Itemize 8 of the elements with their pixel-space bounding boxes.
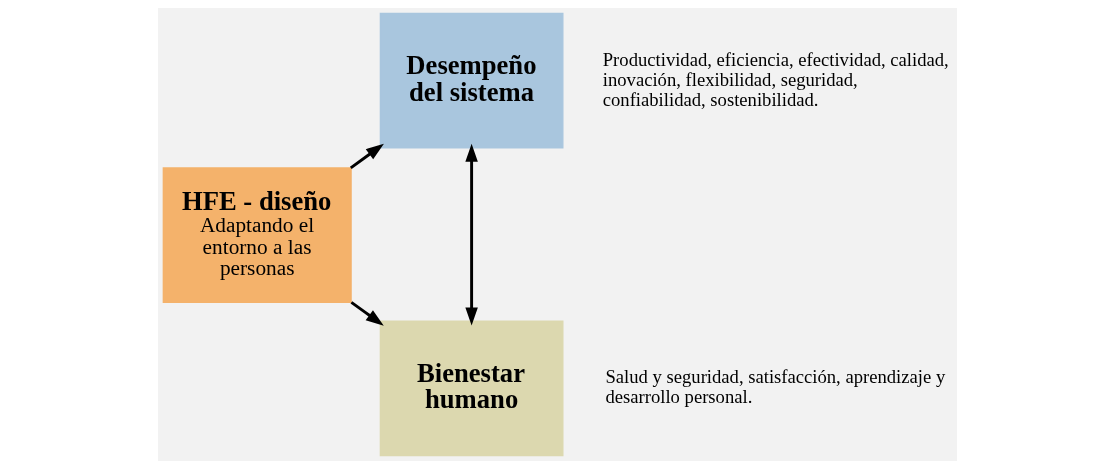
node-label: Salud y seguridad, satisfacción, aprendizaje y desarrollo personal. bbox=[605, 366, 946, 408]
arrow bbox=[465, 143, 478, 326]
node-label: Productividad, eficiencia, efectividad, calidad, inovación, flexibilidad, seguridad, confiabilidad, sostenibilidad. bbox=[602, 48, 949, 110]
node-box: HFE - diseño Adaptando el entorno a las personas bbox=[162, 167, 352, 304]
arrow bbox=[350, 301, 384, 326]
arrow bbox=[349, 143, 384, 170]
node-box: Bienestar humano bbox=[379, 320, 564, 457]
node-box: Desempeño del sistema bbox=[379, 12, 564, 149]
